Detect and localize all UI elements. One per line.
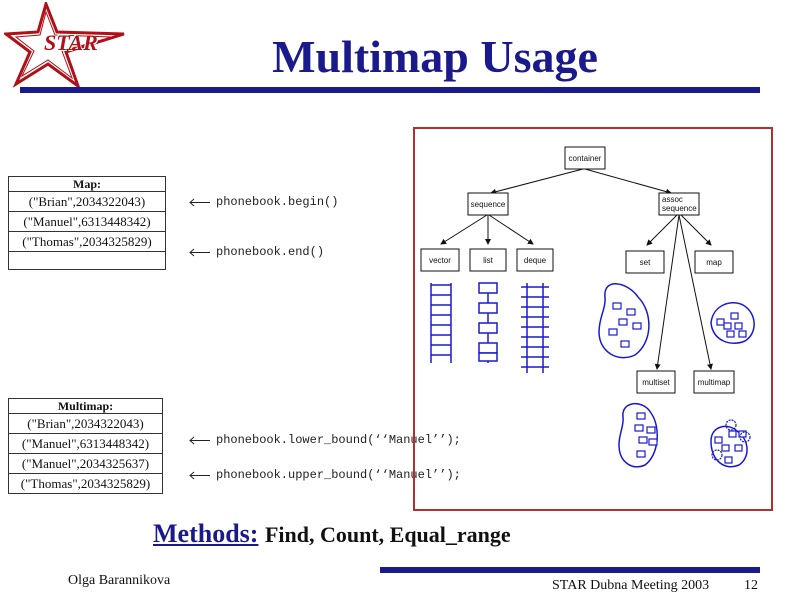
list-illustration [478,282,498,363]
map-row: ("Thomas",2034325829) [9,231,165,251]
node-set-label: set [640,258,651,267]
title-divider [20,87,760,93]
left-arrow-icon [189,248,210,256]
node-vector-label: vector [429,256,451,265]
diagram-edges [440,168,713,370]
footer-meeting: STAR Dubna Meeting 2003 [552,578,710,593]
diagram-node-list: list [469,248,507,272]
methods-text: Find, Count, Equal_range [264,522,511,547]
map-row: ("Brian",2034322043) [9,191,165,211]
deque-illustration [521,283,549,373]
diagram-node-multiset: multiset [636,370,676,394]
end-label: phonebook.end() [216,245,325,259]
left-arrow-icon [189,436,210,444]
diagram-node-vector: vector [420,248,460,272]
multimap-illustration [710,419,751,468]
multimap-table-header: Multimap: [57,399,114,413]
node-deque-label: deque [524,256,547,265]
set-illustration [598,283,650,359]
vector-illustration [430,283,452,363]
map-row-end [9,251,165,269]
diagram-node-map: map [694,250,734,274]
logo-text: STAR [44,30,98,55]
node-assoc-label: assoc [662,195,683,204]
diagram-node-container: container [564,146,606,170]
node-assoc-label-2: sequence [662,204,697,213]
left-arrow-icon [189,198,210,206]
footer-divider [380,567,760,573]
star-logo-icon [4,2,125,88]
multiset-illustration [618,403,658,468]
page-number: 12 [744,578,758,593]
lower-bound-pointer: phonebook.lower_bound(‘‘Manuel’’); [188,433,461,447]
map-table-header: Map: [73,177,101,191]
container-hierarchy-diagram: container sequence assoc sequence vector… [420,146,755,468]
begin-pointer: phonebook.begin() [188,195,338,209]
left-arrow-icon [189,471,210,479]
multimap-row: ("Manuel",2034325637) [9,453,162,473]
upper-bound-pointer: phonebook.upper_bound(‘‘Manuel’’); [188,468,461,482]
multimap-table: Multimap: ("Brian",2034322043) ("Manuel"… [8,398,163,494]
page-title: Multimap Usage [272,31,598,82]
node-list-label: list [483,256,494,265]
diagram-node-set: set [625,250,665,274]
multimap-row: ("Thomas",2034325829) [9,473,162,493]
footer-author: Olga Barannikova [68,573,171,588]
end-pointer: phonebook.end() [188,245,324,259]
node-container-label: container [569,154,602,163]
begin-label: phonebook.begin() [216,195,339,209]
lower-bound-label: phonebook.lower_bound(‘‘Manuel’’); [216,433,461,447]
diagram-node-multimap: multimap [693,370,735,394]
methods-line: Methods: Find, Count, Equal_range [153,519,511,549]
multimap-row: ("Manuel",6313448342) [9,433,162,453]
upper-bound-label: phonebook.upper_bound(‘‘Manuel’’); [216,468,461,482]
multimap-row: ("Brian",2034322043) [9,413,162,433]
diagram-frame [413,127,773,511]
methods-label: Methods: [153,519,259,548]
diagram-node-sequence: sequence [467,192,509,216]
node-multiset-label: multiset [642,378,670,387]
map-table: Map: ("Brian",2034322043) ("Manuel",6313… [8,176,166,270]
diagram-node-deque: deque [516,248,554,272]
map-illustration [710,302,755,344]
node-multimap-label: multimap [698,378,731,387]
node-map-label: map [706,258,722,267]
map-row: ("Manuel",6313448342) [9,211,165,231]
node-sequence-label: sequence [471,200,506,209]
diagram-node-assoc-sequence: assoc sequence [658,192,700,216]
